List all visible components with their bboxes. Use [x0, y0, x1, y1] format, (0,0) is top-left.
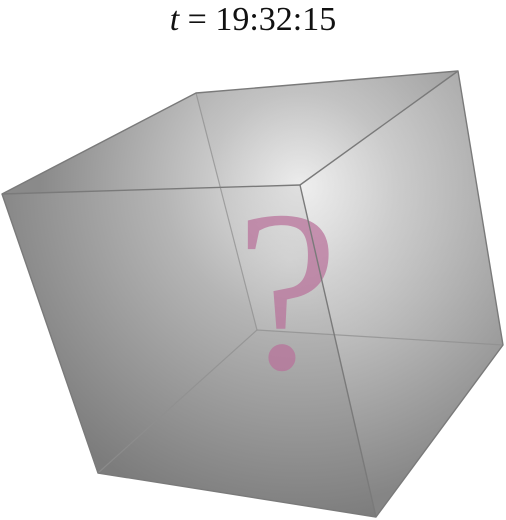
time-caption: t = 19:32:15	[0, 0, 506, 44]
equals-sign: =	[179, 1, 216, 38]
cube-face-back	[196, 71, 503, 345]
cube-hidden-edges	[97, 92, 504, 474]
question-mark-icon: ?	[236, 163, 338, 418]
cube-visible-edges	[1, 70, 504, 518]
time-variable: t	[169, 1, 180, 38]
time-value: 19:32:15	[215, 1, 337, 38]
